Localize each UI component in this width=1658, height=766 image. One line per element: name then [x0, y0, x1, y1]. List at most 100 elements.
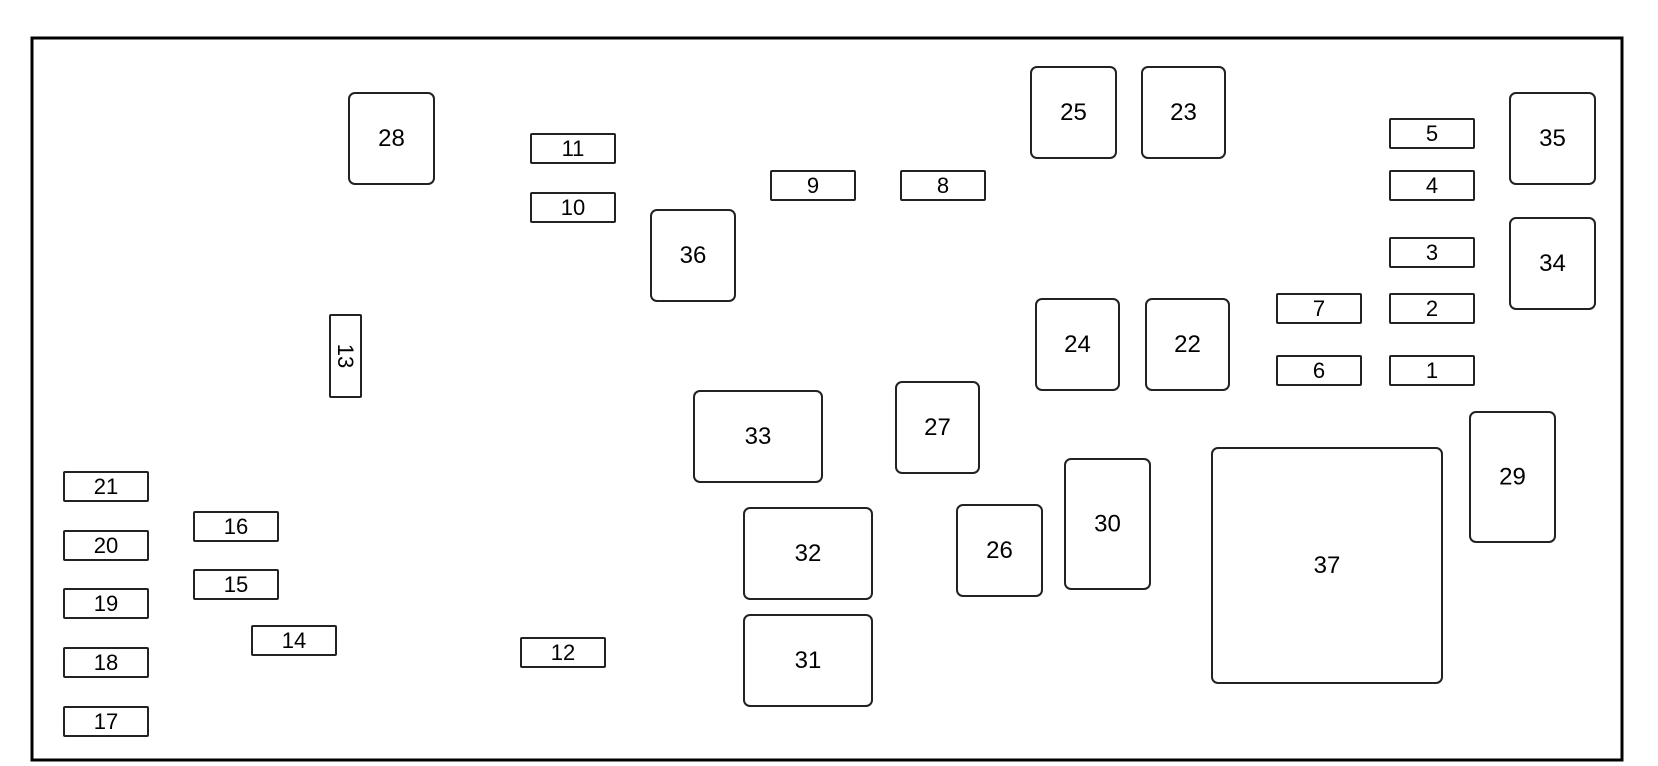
fuse-6: 6	[1276, 355, 1362, 386]
fuse-1-label: 1	[1426, 358, 1438, 383]
relay-24-outline	[1035, 298, 1120, 391]
fuse-2-label: 2	[1426, 296, 1438, 321]
relay-23-label: 23	[1170, 99, 1197, 126]
fuse-3: 3	[1389, 237, 1475, 268]
fuse-17: 17	[63, 706, 149, 737]
fuse-16-label: 16	[224, 514, 248, 539]
relay-32: 32	[743, 507, 873, 600]
fuse-15-outline	[193, 569, 279, 600]
fuse-4-outline	[1389, 170, 1475, 201]
relay-33-outline	[693, 390, 823, 483]
relay-36: 36	[650, 209, 736, 302]
fuse-7-label: 7	[1313, 296, 1325, 321]
relay-36-label: 36	[680, 242, 707, 269]
relay-27: 27	[895, 381, 980, 474]
relay-31-outline	[743, 614, 873, 707]
relay-28-outline	[348, 92, 435, 185]
fuse-8: 8	[900, 170, 986, 201]
relay-35-outline	[1509, 92, 1596, 185]
relay-37: 37	[1211, 447, 1443, 684]
relay-24: 24	[1035, 298, 1120, 391]
fuse-13-label: 13	[333, 344, 358, 368]
fuse-block-components: 1234567891011121314151617181920212223242…	[63, 66, 1596, 737]
fuse-8-outline	[900, 170, 986, 201]
fuse-13-outline	[329, 314, 362, 398]
relay-28: 28	[348, 92, 435, 185]
relay-27-outline	[895, 381, 980, 474]
relay-29-outline	[1469, 411, 1556, 543]
fuse-11: 11	[530, 133, 616, 164]
fuse-9: 9	[770, 170, 856, 201]
fuse-4-label: 4	[1426, 173, 1438, 198]
relay-30-label: 30	[1094, 511, 1121, 538]
fuse-15: 15	[193, 569, 279, 600]
relay-26-outline	[956, 504, 1043, 597]
fuse-10-outline	[530, 192, 616, 223]
fuse-14: 14	[251, 625, 337, 656]
fuse-14-label: 14	[282, 628, 306, 653]
fuse-11-outline	[530, 133, 616, 164]
fuse-1-outline	[1389, 355, 1475, 386]
fuse-5-label: 5	[1426, 121, 1438, 146]
relay-26-label: 26	[986, 537, 1013, 564]
fuse-13: 13	[329, 314, 362, 398]
relay-31-label: 31	[795, 647, 822, 674]
relay-35: 35	[1509, 92, 1596, 185]
fuse-18-outline	[63, 647, 149, 678]
fuse-4: 4	[1389, 170, 1475, 201]
relay-25-outline	[1030, 66, 1117, 159]
fuse-3-outline	[1389, 237, 1475, 268]
fuse-9-label: 9	[807, 173, 819, 198]
relay-37-outline	[1211, 447, 1443, 684]
relay-32-label: 32	[795, 540, 822, 567]
relay-29: 29	[1469, 411, 1556, 543]
relay-23: 23	[1141, 66, 1226, 159]
fuse-12: 12	[520, 637, 606, 668]
relay-32-outline	[743, 507, 873, 600]
fuse-18-label: 18	[94, 650, 118, 675]
fuse-5: 5	[1389, 118, 1475, 149]
relay-37-label: 37	[1314, 552, 1341, 579]
relay-34-outline	[1509, 217, 1596, 310]
relay-22: 22	[1145, 298, 1230, 391]
fuse-19-outline	[63, 588, 149, 619]
fuse-21-label: 21	[94, 474, 118, 499]
fuse-15-label: 15	[224, 572, 248, 597]
relay-30: 30	[1064, 458, 1151, 590]
fuse-12-outline	[520, 637, 606, 668]
fuse-10-label: 10	[561, 195, 585, 220]
relay-24-label: 24	[1064, 331, 1091, 358]
fuse-12-label: 12	[551, 640, 575, 665]
fuse-7: 7	[1276, 293, 1362, 324]
fuse-20: 20	[63, 530, 149, 561]
relay-28-label: 28	[378, 125, 405, 152]
fuse-6-outline	[1276, 355, 1362, 386]
relay-33: 33	[693, 390, 823, 483]
fuse-11-label: 11	[562, 136, 585, 161]
relay-22-outline	[1145, 298, 1230, 391]
fuse-19: 19	[63, 588, 149, 619]
fuse-9-outline	[770, 170, 856, 201]
fuse-8-label: 8	[937, 173, 949, 198]
fuse-17-label: 17	[94, 709, 118, 734]
relay-31: 31	[743, 614, 873, 707]
fuse-3-label: 3	[1426, 240, 1438, 265]
fuse-1: 1	[1389, 355, 1475, 386]
fuse-17-outline	[63, 706, 149, 737]
relay-33-label: 33	[745, 423, 772, 450]
relay-26: 26	[956, 504, 1043, 597]
fuse-18: 18	[63, 647, 149, 678]
relay-27-label: 27	[924, 414, 951, 441]
relay-35-label: 35	[1539, 125, 1566, 152]
fuse-16-outline	[193, 511, 279, 542]
relay-25-label: 25	[1060, 99, 1087, 126]
fuse-21: 21	[63, 471, 149, 502]
fuse-20-label: 20	[94, 533, 118, 558]
relay-36-outline	[650, 209, 736, 302]
relay-34: 34	[1509, 217, 1596, 310]
relay-25: 25	[1030, 66, 1117, 159]
fuse-21-outline	[63, 471, 149, 502]
fuse-2-outline	[1389, 293, 1475, 324]
fuse-10: 10	[530, 192, 616, 223]
